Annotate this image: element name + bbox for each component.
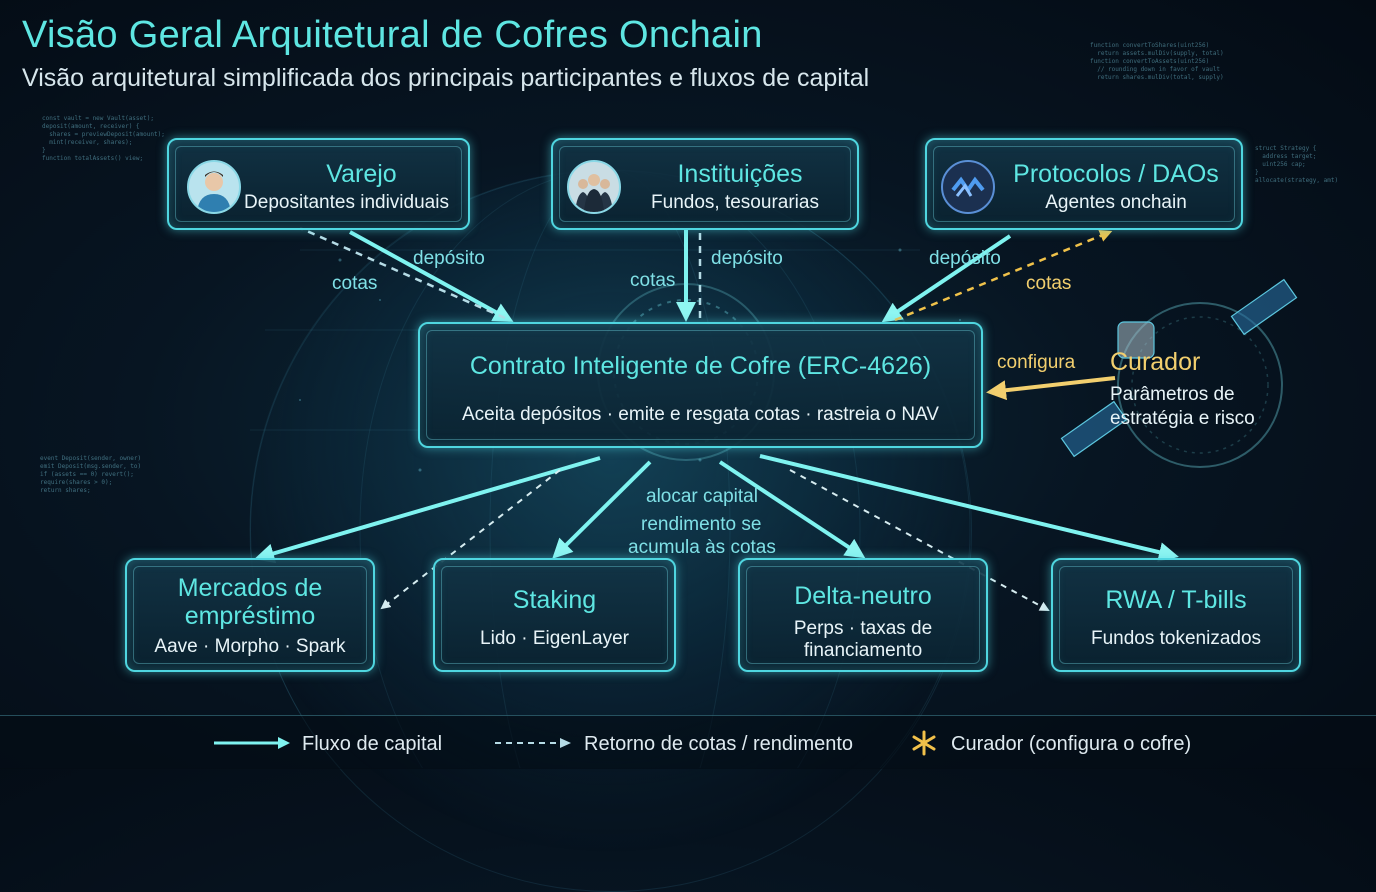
label-deposito-instituicoes: depósito bbox=[711, 248, 783, 269]
background-code-text: event Deposit(sender, owner) emit Deposi… bbox=[40, 455, 142, 494]
background-code-text: function convertToShares(uint256) return… bbox=[1090, 42, 1224, 81]
protocol-logo-icon bbox=[941, 160, 995, 214]
label-cotas-instituicoes: cotas bbox=[630, 270, 676, 291]
node-title: Delta-neutro bbox=[794, 582, 932, 610]
node-title-line2: empréstimo bbox=[184, 602, 316, 630]
label-cotas-varejo: cotas bbox=[332, 273, 378, 294]
node-protocolos: Protocolos / DAOs Agentes onchain bbox=[925, 138, 1243, 230]
node-mercados-emprestimo: Mercados de empréstimo Aave · Morpho · S… bbox=[125, 558, 375, 672]
node-rwa-tbills: RWA / T-bills Fundos tokenizados bbox=[1051, 558, 1301, 672]
legend-capital-flow: Fluxo de capital bbox=[302, 733, 443, 755]
curator-subtitle-line1: Parâmetros de bbox=[1110, 384, 1235, 405]
yield-arrow-emprestimo bbox=[380, 469, 561, 610]
node-title: Varejo bbox=[326, 160, 397, 188]
legend-star-icon bbox=[912, 730, 936, 756]
business-people-icon bbox=[567, 160, 621, 214]
label-deposito-protocolos: depósito bbox=[929, 248, 1001, 269]
label-rendimento-line2: acumula às cotas bbox=[628, 537, 776, 558]
label-configura: configura bbox=[997, 352, 1076, 373]
node-delta-neutro: Delta-neutro Perps · taxas de financiame… bbox=[738, 558, 988, 672]
node-subtitle: Agentes onchain bbox=[1045, 192, 1187, 213]
allocate-arrow-delta bbox=[718, 460, 866, 559]
curator-ring bbox=[1117, 302, 1283, 468]
allocate-arrow-staking bbox=[552, 460, 652, 559]
node-subtitle: Fundos, tesourarias bbox=[651, 192, 819, 213]
node-subtitle: Aave · Morpho · Spark bbox=[154, 636, 346, 657]
person-icon bbox=[187, 160, 241, 214]
node-vault-contract: Contrato Inteligente de Cofre (ERC-4626)… bbox=[418, 322, 983, 448]
background-code-text: struct Strategy { address target; uint25… bbox=[1255, 145, 1339, 184]
vault-title: Contrato Inteligente de Cofre (ERC-4626) bbox=[469, 352, 932, 380]
legend-solid-arrow-icon bbox=[214, 737, 290, 749]
page-subtitle: Visão arquitetural simplificada dos prin… bbox=[22, 64, 870, 92]
label-deposito-varejo: depósito bbox=[413, 248, 485, 269]
vault-subtitle: Aceita depósitos · emite e resgata cotas… bbox=[462, 404, 939, 425]
legend-shares-return: Retorno de cotas / rendimento bbox=[584, 733, 854, 755]
node-subtitle-line2: financiamento bbox=[803, 640, 923, 661]
allocate-arrow-emprestimo bbox=[254, 456, 601, 564]
shares-arrow-varejo bbox=[299, 226, 506, 320]
curator-subtitle-line2: estratégia e risco bbox=[1110, 408, 1255, 429]
node-subtitle-line1: Perps · taxas de bbox=[793, 618, 933, 639]
legend-dashed-arrow-icon bbox=[495, 738, 571, 748]
label-cotas-protocolos: cotas bbox=[1026, 273, 1072, 294]
node-title: Staking bbox=[512, 586, 597, 614]
node-staking: Staking Lido · EigenLayer bbox=[433, 558, 676, 672]
background-code-text: const vault = new Vault(asset); deposit(… bbox=[42, 115, 165, 162]
node-subtitle: Depositantes individuais bbox=[244, 192, 449, 213]
allocate-arrow-rwa bbox=[759, 454, 1179, 562]
legend-curator: Curador (configura o cofre) bbox=[951, 733, 1192, 755]
yield-arrow-rwa bbox=[789, 469, 1050, 611]
node-subtitle: Lido · EigenLayer bbox=[480, 628, 629, 649]
flow-arrows bbox=[254, 226, 1298, 611]
node-title-line1: Mercados de bbox=[177, 574, 323, 602]
node-title: Instituições bbox=[677, 160, 803, 188]
configure-arrow bbox=[986, 376, 1116, 401]
satellite-icon bbox=[1060, 278, 1298, 458]
deposit-arrow-varejo bbox=[349, 230, 514, 322]
node-title: Protocolos / DAOs bbox=[1013, 160, 1219, 188]
node-subtitle: Fundos tokenizados bbox=[1090, 628, 1262, 649]
label-rendimento-line1: rendimento se bbox=[641, 514, 762, 535]
label-alocar-capital: alocar capital bbox=[646, 486, 758, 507]
page-title: Visão Geral Arquitetural de Cofres Oncha… bbox=[22, 14, 763, 56]
legend-symbols bbox=[214, 730, 936, 756]
deposit-arrow-protocolos bbox=[881, 234, 1012, 323]
node-title: RWA / T-bills bbox=[1105, 586, 1247, 614]
curator-title: Curador bbox=[1110, 348, 1201, 376]
node-instituicoes: Instituições Fundos, tesourarias bbox=[551, 138, 859, 230]
node-varejo: Varejo Depositantes individuais bbox=[167, 138, 470, 230]
